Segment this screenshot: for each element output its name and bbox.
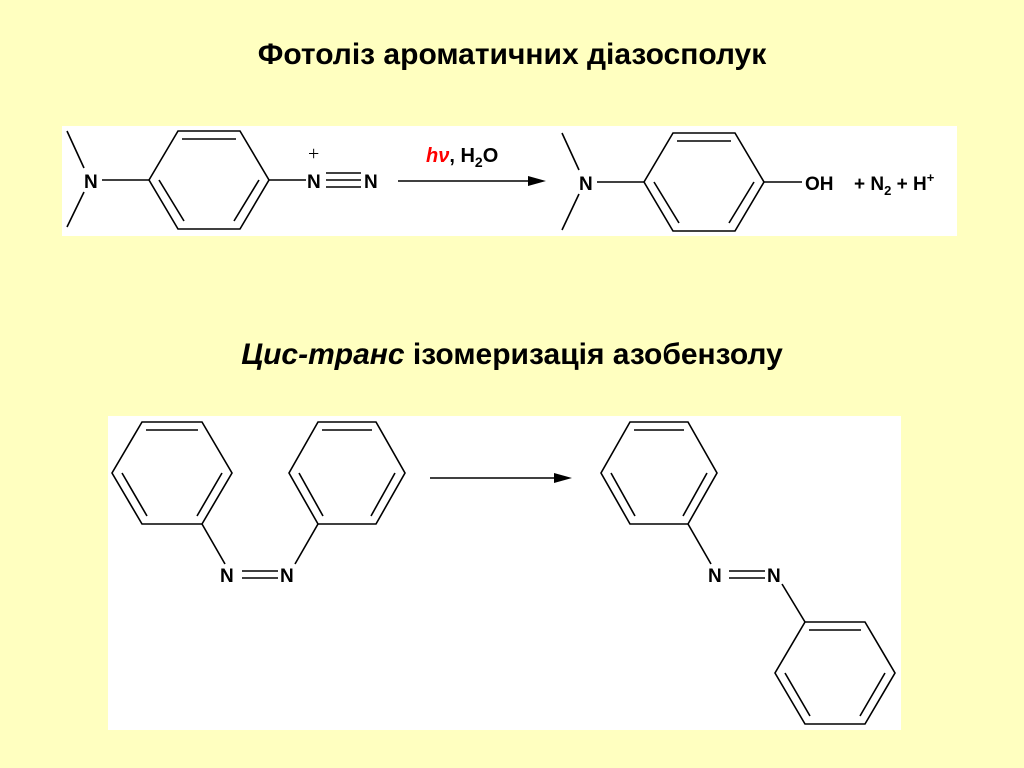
benzene-ring xyxy=(643,132,765,232)
ring-double-bond xyxy=(298,472,324,517)
ring-double-bond xyxy=(653,181,680,224)
ring-double-bond xyxy=(233,179,260,222)
product-n-label: N xyxy=(579,174,593,195)
diazo-n1-label: N xyxy=(307,172,321,193)
ring-double-bond xyxy=(728,181,755,224)
isomerization-arrow-head xyxy=(554,473,572,483)
ring-double-bond xyxy=(610,472,636,517)
benzene-ring xyxy=(111,421,233,525)
cis-n1-label: N xyxy=(220,566,234,587)
aryl-n-bond xyxy=(687,523,712,565)
benzene-ring xyxy=(600,421,718,525)
ring-double-bond xyxy=(158,179,185,222)
reaction-arrow-head xyxy=(528,176,546,186)
byproducts-label: + N2 + H+ xyxy=(854,170,935,198)
benzene-ring xyxy=(774,621,896,725)
ring-double-bond xyxy=(784,672,811,717)
amine-n-label: N xyxy=(84,172,98,193)
ring-double-bond xyxy=(196,472,223,517)
aryl-n-bond xyxy=(201,523,226,565)
isomerization-scheme: N N N N xyxy=(111,421,896,725)
ring-double-bond xyxy=(859,672,886,717)
plus-charge: + xyxy=(308,143,319,165)
n-aryl-bond xyxy=(781,583,806,623)
methyl-bond xyxy=(66,191,85,228)
methyl-bond xyxy=(561,132,580,171)
diazo-n2-label: N xyxy=(364,172,378,193)
isomerization-scheme-panel: N N N N xyxy=(108,416,901,730)
ring-double-bond xyxy=(682,472,708,517)
hv-label: hν xyxy=(426,145,449,167)
methyl-bond xyxy=(561,193,580,231)
reaction-condition: hν, H2O xyxy=(426,145,498,170)
product-oh-label: OH xyxy=(805,174,834,195)
ring-double-bond xyxy=(121,472,148,517)
cis-n2-label: N xyxy=(280,566,294,587)
photolysis-scheme: N + N N hν, H2O N OH + N2 + H+ xyxy=(66,130,935,232)
isomerization-label: ізомеризація азобензолу xyxy=(404,338,783,371)
slide-title-photolysis: Фотоліз ароматичних діазосполук xyxy=(257,38,767,71)
slide-title-isomerization: Цис-транс ізомеризація азобензолу xyxy=(0,338,1024,372)
aryl-n-bond xyxy=(294,523,319,565)
ring-double-bond xyxy=(370,472,396,517)
benzene-ring xyxy=(288,421,406,525)
cis-trans-label: Цис-транс xyxy=(241,338,405,371)
methyl-bond xyxy=(66,130,85,169)
trans-n2-label: N xyxy=(767,566,781,587)
trans-n1-label: N xyxy=(708,566,722,587)
benzene-ring xyxy=(148,130,270,230)
photolysis-scheme-panel: N + N N hν, H2O N OH + N2 + H+ xyxy=(62,126,957,236)
